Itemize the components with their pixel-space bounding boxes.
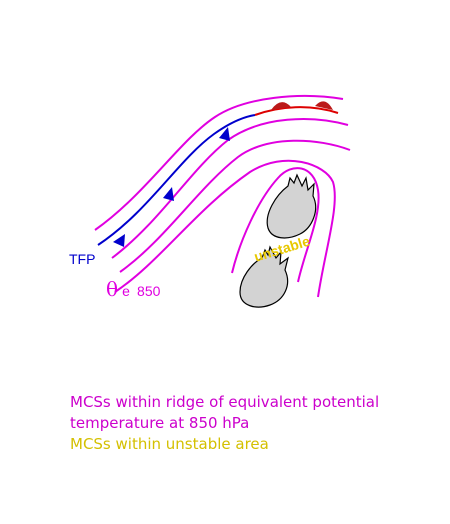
- theta-e-label: θ e 850: [106, 277, 161, 301]
- mcs-cloud-upper: [266, 173, 317, 239]
- warm-front-lobe: [271, 102, 291, 110]
- warm-front-lobe: [315, 101, 333, 110]
- theta-contour-lower-loop: [114, 159, 336, 298]
- mcs-cloud-lower: [239, 245, 289, 308]
- cold-front-triangle: [163, 187, 174, 201]
- cold-front-line: [97, 114, 256, 246]
- cold-front-triangle: [113, 234, 125, 247]
- cold-front-triangle: [219, 127, 230, 141]
- caption-line-2: temperature at 850 hPa: [70, 414, 250, 432]
- caption-line-1: MCSs within ridge of equivalent potentia…: [70, 393, 380, 411]
- tfp-label: TFP: [69, 251, 95, 267]
- caption-line-3: MCSs within unstable area: [70, 435, 269, 453]
- theta-e-contours: [94, 95, 351, 298]
- theta-subscript: e: [122, 283, 130, 299]
- caption-theta: MCSs within ridge of equivalent potentia…: [70, 392, 379, 434]
- theta-symbol: θ: [106, 277, 118, 301]
- mcs-clusters: [239, 173, 317, 308]
- theta-contour-inner-loop: [231, 167, 320, 283]
- caption-unstable: MCSs within unstable area: [70, 434, 269, 455]
- surface-front: [97, 101, 339, 247]
- theta-contour-ridge: [119, 139, 351, 273]
- theta-contour-outer-upper: [94, 95, 344, 231]
- warm-front-line: [254, 106, 339, 116]
- theta-level: 850: [137, 283, 161, 299]
